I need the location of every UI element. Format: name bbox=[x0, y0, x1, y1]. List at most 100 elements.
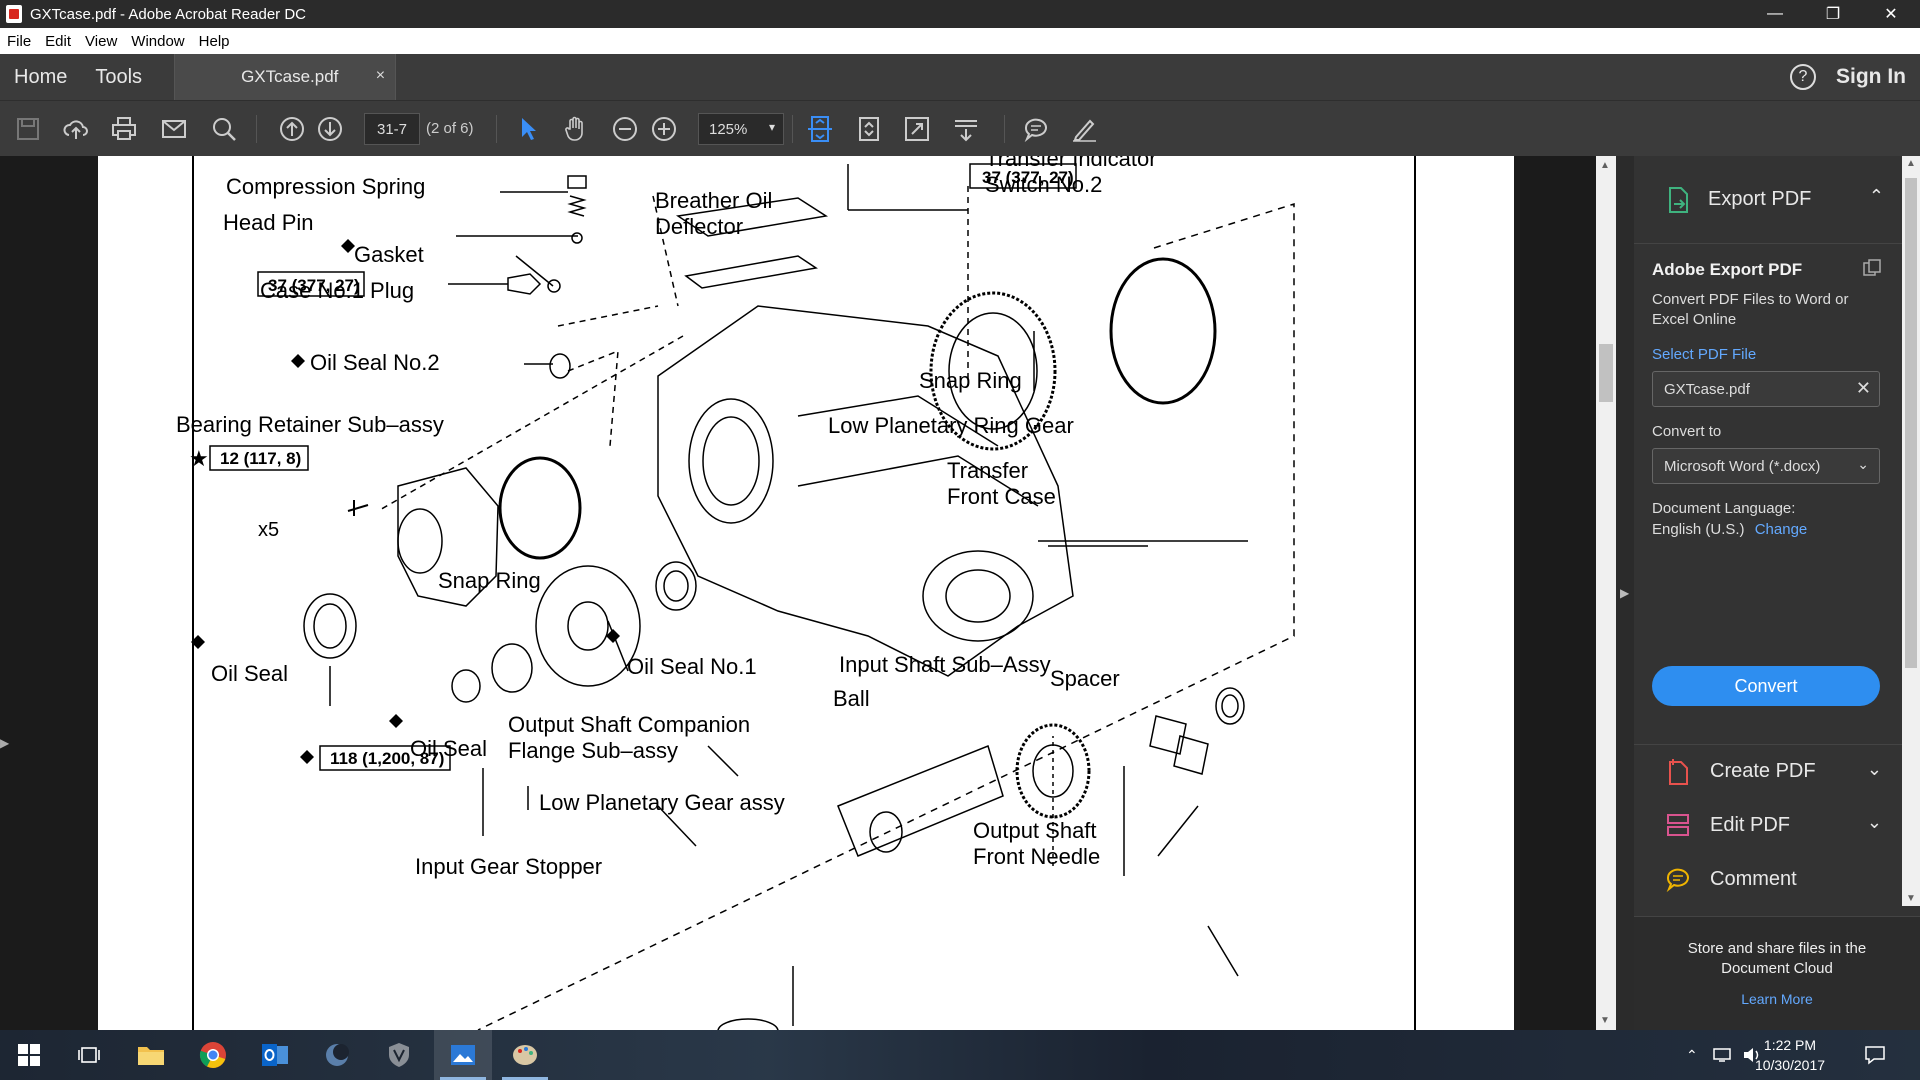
photos-icon bbox=[451, 1045, 475, 1065]
page-number-input[interactable]: 31-7 bbox=[364, 113, 420, 145]
close-tab-icon[interactable]: × bbox=[375, 67, 386, 84]
tab-document[interactable]: GXTcase.pdf × bbox=[174, 54, 397, 100]
create-pdf-icon bbox=[1669, 758, 1688, 785]
label-indicator-switch-2: Switch No.2 bbox=[985, 172, 1102, 197]
export-pdf-label: Export PDF bbox=[1708, 188, 1812, 210]
sign-in-link[interactable]: Sign In bbox=[1836, 65, 1906, 88]
close-button[interactable]: ✕ bbox=[1884, 6, 1898, 23]
page-count: (2 of 6) bbox=[426, 120, 474, 137]
zoom-out-icon[interactable] bbox=[611, 115, 639, 143]
hand-tool-icon[interactable] bbox=[562, 115, 590, 143]
full-screen-icon[interactable] bbox=[903, 115, 931, 143]
label-torque-retainer: 12 (117, 8) bbox=[220, 449, 301, 468]
menu-file[interactable]: File bbox=[7, 32, 32, 50]
menu-edit[interactable]: Edit bbox=[45, 32, 72, 50]
selected-file-field[interactable]: GXTcase.pdf ✕ bbox=[1652, 371, 1880, 407]
minimize-button[interactable]: — bbox=[1767, 5, 1783, 22]
menu-window[interactable]: Window bbox=[131, 32, 185, 50]
right-panel-toggle[interactable]: ▶ bbox=[1616, 156, 1634, 1030]
email-icon[interactable] bbox=[160, 115, 188, 143]
chrome-icon bbox=[199, 1042, 226, 1068]
task-view-button[interactable] bbox=[60, 1030, 118, 1080]
previous-page-icon[interactable] bbox=[278, 115, 306, 143]
taskbar-clock[interactable]: 1:22 PM 10/30/2017 bbox=[1740, 1035, 1840, 1075]
taskbar-photos[interactable] bbox=[434, 1030, 492, 1080]
label-snap-ring-right: Snap Ring bbox=[919, 368, 1022, 393]
tab-document-label: GXTcase.pdf bbox=[241, 67, 339, 86]
network-icon[interactable] bbox=[1712, 1047, 1732, 1063]
menu-view[interactable]: View bbox=[85, 32, 118, 50]
highlight-pen-icon[interactable] bbox=[1070, 115, 1098, 143]
label-compression-spring: Compression Spring bbox=[226, 174, 425, 199]
document-language-value: English (U.S.) bbox=[1652, 521, 1745, 538]
collapse-panel-icon[interactable]: ▶ bbox=[1620, 586, 1630, 600]
print-icon[interactable] bbox=[110, 115, 138, 143]
zoom-in-icon[interactable] bbox=[650, 115, 678, 143]
menu-help[interactable]: Help bbox=[198, 32, 230, 50]
scroll-down-icon[interactable]: ▼ bbox=[1600, 1015, 1610, 1026]
scroll-up-icon[interactable]: ▲ bbox=[1906, 158, 1916, 169]
comment-icon[interactable] bbox=[1022, 115, 1050, 143]
zoom-level-select[interactable]: 125% ▾ bbox=[698, 113, 784, 145]
tool-edit-pdf[interactable]: Edit PDF ⌄ bbox=[1634, 798, 1902, 852]
change-language-link[interactable]: Change bbox=[1754, 521, 1808, 538]
help-icon[interactable]: ? bbox=[1790, 64, 1816, 90]
menu-bar: File Edit View Window Help bbox=[0, 28, 1920, 54]
scroll-up-icon[interactable]: ▲ bbox=[1600, 160, 1610, 171]
label-output-needle-2: Front Needle bbox=[973, 844, 1100, 869]
left-panel-toggle-icon[interactable]: ▶ bbox=[0, 736, 10, 750]
scrollbar-thumb[interactable] bbox=[1599, 344, 1613, 402]
fit-page-icon[interactable] bbox=[855, 115, 883, 143]
search-icon[interactable] bbox=[210, 115, 238, 143]
edit-pdf-label: Edit PDF bbox=[1710, 813, 1791, 836]
panel-scrollbar-thumb[interactable] bbox=[1905, 178, 1917, 668]
volume-icon[interactable] bbox=[1742, 1046, 1762, 1064]
convert-button[interactable]: Convert bbox=[1652, 666, 1880, 706]
convert-to-select[interactable]: Microsoft Word (*.docx) ⌄ bbox=[1652, 448, 1880, 484]
label-case-plug: Case No.1 Plug bbox=[260, 278, 414, 303]
taskbar-app-moon[interactable] bbox=[308, 1030, 366, 1080]
label-transfer-case-2: Front Case bbox=[947, 484, 1056, 509]
create-pdf-label: Create PDF bbox=[1710, 760, 1816, 782]
select-cursor-icon[interactable] bbox=[514, 115, 542, 143]
chevron-up-icon[interactable]: ⌃ bbox=[1868, 186, 1884, 206]
tab-tools[interactable]: Tools bbox=[95, 65, 143, 88]
show-hidden-icons-icon[interactable]: ⌃ bbox=[1686, 1046, 1698, 1063]
start-button[interactable] bbox=[0, 1030, 58, 1080]
save-icon[interactable] bbox=[14, 115, 42, 143]
taskbar-chrome[interactable] bbox=[184, 1030, 242, 1080]
cloud-promo-text: Store and share files in the Document Cl… bbox=[1687, 940, 1867, 977]
task-view-icon bbox=[78, 1047, 100, 1063]
panel-scrollbar[interactable]: ▲ ▼ bbox=[1902, 156, 1920, 906]
taskbar-file-explorer[interactable] bbox=[122, 1030, 180, 1080]
label-input-shaft: Input Shaft Sub–Assy bbox=[839, 652, 1051, 677]
copy-icon[interactable] bbox=[1862, 258, 1882, 278]
tool-comment[interactable]: Comment bbox=[1634, 852, 1902, 906]
tab-bar: Home Tools GXTcase.pdf × ? Sign In bbox=[0, 54, 1920, 100]
export-pdf-header[interactable]: Export PDF ⌃ bbox=[1634, 156, 1902, 244]
chevron-down-icon: ▾ bbox=[768, 120, 775, 134]
taskbar-acrobat[interactable] bbox=[496, 1030, 554, 1080]
maximize-button[interactable]: ❐ bbox=[1825, 6, 1841, 23]
next-page-icon[interactable] bbox=[316, 115, 344, 143]
read-mode-icon[interactable] bbox=[952, 115, 980, 143]
scroll-down-icon[interactable]: ▼ bbox=[1906, 893, 1916, 904]
taskbar-app-shield[interactable] bbox=[370, 1030, 428, 1080]
document-scrollbar[interactable]: ▲ ▼ bbox=[1596, 156, 1616, 1030]
learn-more-link[interactable]: Learn More bbox=[1741, 991, 1813, 1007]
folder-icon bbox=[138, 1047, 164, 1065]
document-viewer[interactable]: ▶ bbox=[0, 156, 1616, 1030]
action-center-button[interactable] bbox=[1864, 1030, 1886, 1080]
upload-cloud-icon[interactable] bbox=[62, 115, 90, 143]
label-oil-seal-small: Oil Seal bbox=[410, 736, 487, 761]
taskbar-outlook[interactable] bbox=[246, 1030, 304, 1080]
clear-file-icon[interactable]: ✕ bbox=[1855, 378, 1871, 398]
tools-panel: Export PDF ⌃ Adobe Export PDF Convert PD… bbox=[1634, 156, 1920, 1030]
acrobat-app-icon bbox=[6, 5, 22, 23]
label-head-pin: Head Pin bbox=[223, 210, 314, 235]
tool-create-pdf[interactable]: Create PDF ⌄ bbox=[1634, 744, 1902, 798]
label-oil-seal-2: Oil Seal No.2 bbox=[310, 350, 440, 375]
scroll-mode-icon[interactable] bbox=[806, 115, 834, 143]
tab-home[interactable]: Home bbox=[14, 65, 68, 88]
select-pdf-file-link[interactable]: Select PDF File bbox=[1652, 346, 1757, 363]
